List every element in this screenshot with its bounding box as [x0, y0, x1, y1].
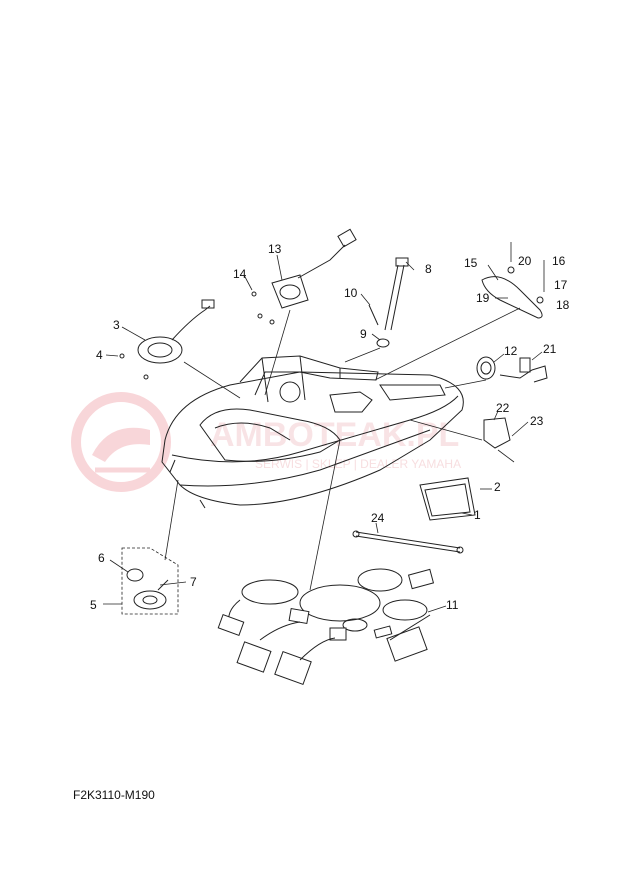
leader-lines — [164, 307, 521, 591]
callout-1: 1 — [474, 508, 481, 522]
part-11-harness — [217, 568, 435, 686]
part-1-box — [419, 477, 476, 521]
callout-3: 3 — [113, 318, 120, 332]
callout-20: 20 — [518, 254, 532, 268]
callout-12: 12 — [504, 344, 518, 358]
part-24-rod — [352, 530, 464, 554]
diagram-code: F2K3110-M190 — [73, 788, 155, 802]
part-3-sensor — [119, 299, 215, 380]
callout-11: 11 — [446, 598, 459, 612]
callout-4: 4 — [96, 348, 103, 362]
callout-16: 16 — [552, 254, 566, 268]
part-8-rod — [368, 257, 409, 348]
callout-10: 10 — [344, 286, 358, 300]
callout-7: 7 — [190, 575, 197, 589]
callouts: 1 2 3 4 5 6 7 8 9 10 11 12 13 14 15 16 1… — [90, 242, 570, 612]
callout-14: 14 — [233, 267, 247, 281]
callout-15: 15 — [464, 256, 478, 270]
callout-9: 9 — [360, 327, 367, 341]
callout-13: 13 — [268, 242, 282, 256]
part-13-flange — [251, 228, 357, 325]
callout-6: 6 — [98, 551, 105, 565]
part-12-plug — [476, 356, 496, 380]
watermark-logo — [71, 392, 171, 492]
callout-leaders — [103, 254, 543, 613]
watermark-text: AMBOTEAK.PL — [210, 416, 459, 454]
callout-24: 24 — [371, 511, 385, 525]
callout-22: 22 — [496, 401, 510, 415]
boat-hull — [161, 355, 464, 509]
callout-18: 18 — [556, 298, 570, 312]
part-5-inset — [121, 547, 179, 615]
callout-19: 19 — [476, 291, 490, 305]
callout-23: 23 — [530, 414, 544, 428]
callout-21: 21 — [543, 342, 557, 356]
watermark-subtext: SERWIS | SKLEP | DEALER YAMAHA — [255, 457, 461, 471]
part-15-cleat — [481, 242, 545, 319]
callout-17: 17 — [554, 278, 568, 292]
callout-2: 2 — [494, 480, 501, 494]
callout-5: 5 — [90, 598, 97, 612]
part-22-bracket — [483, 417, 515, 463]
callout-8: 8 — [425, 262, 432, 276]
part-21-sensor — [499, 357, 548, 383]
